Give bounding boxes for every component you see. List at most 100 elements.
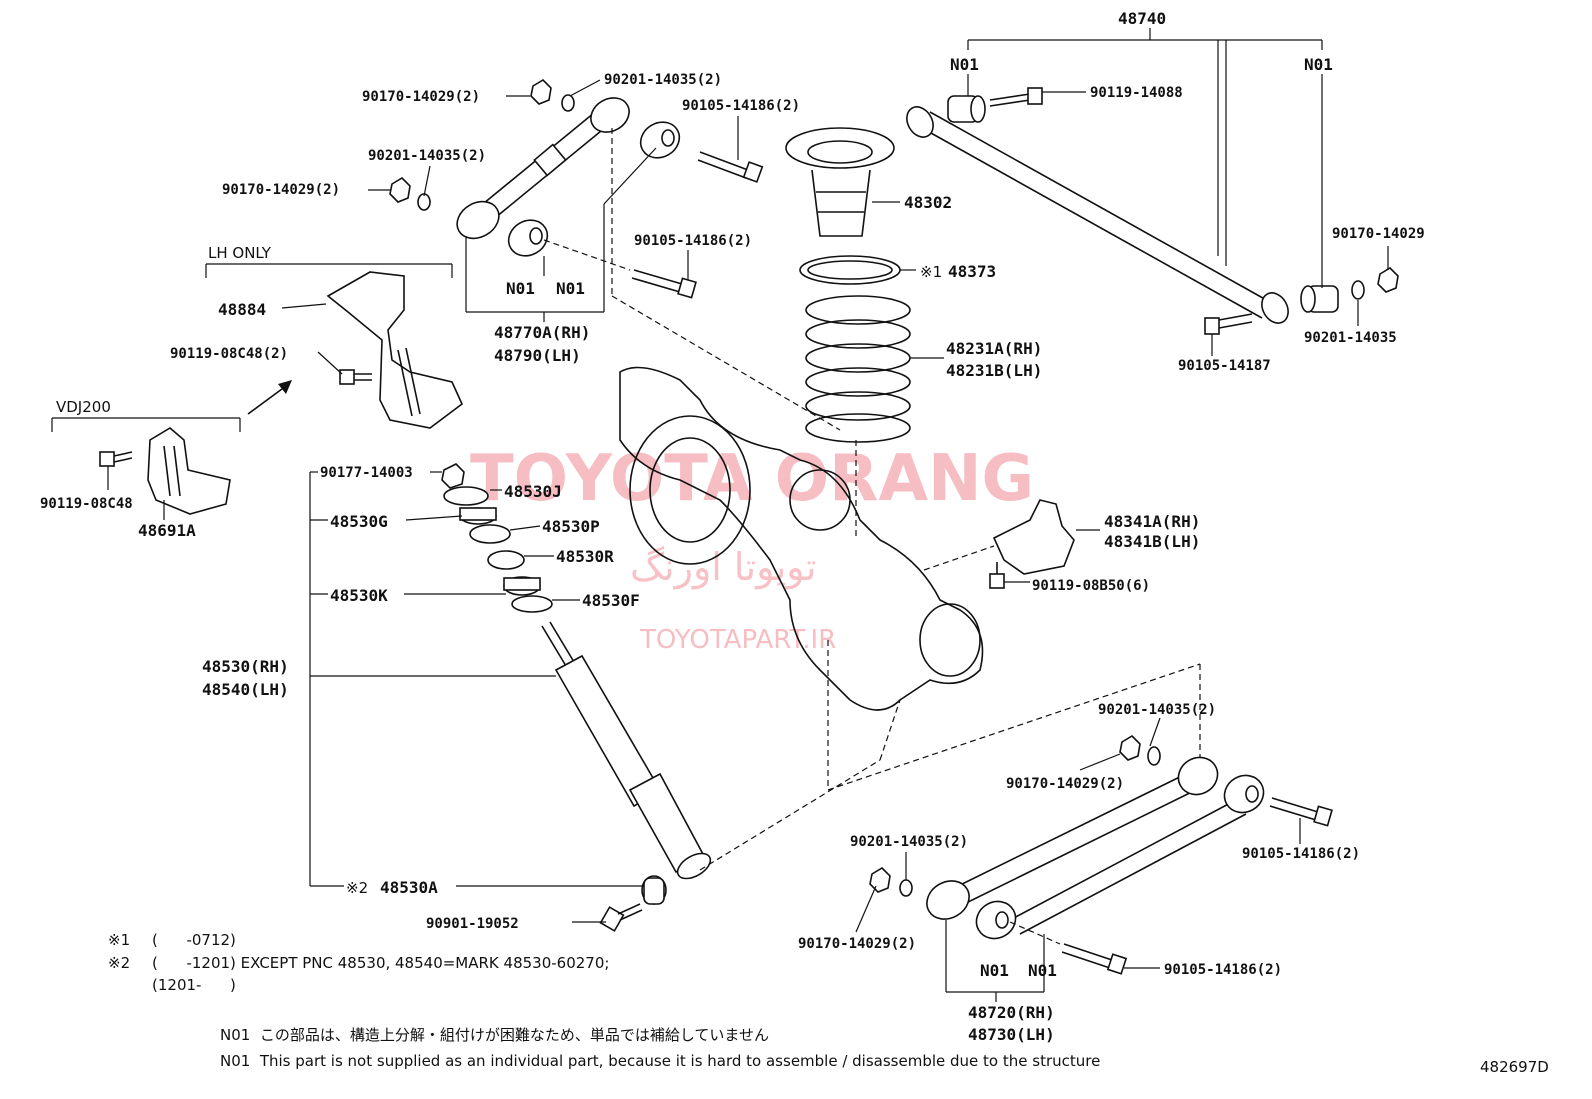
label-90119-08c48-2: 90119-08C48(2) [170,346,288,362]
arrow-head [278,380,292,394]
bushing-n01-lower-a[interactable] [970,894,1023,945]
nut-90170-14029-lower-a[interactable] [1119,734,1141,761]
washer-48530j[interactable] [443,486,489,506]
label-90201-14035-2-b: 90201-14035(2) [368,148,486,164]
label-n01-lower-a: N01 [980,961,1009,980]
nut-90170-14029-mid[interactable] [389,176,411,203]
watermark-main: TOYOTA ORANG [470,442,1034,516]
bushing-n01-upper-right[interactable] [1300,285,1339,313]
bolt-90119-08b50[interactable] [989,562,1005,589]
bushing-n01-arm-b[interactable] [634,115,686,164]
label-90105-14187: 90105-14187 [1178,358,1271,374]
bolt-90105-14187[interactable] [1204,313,1253,335]
washer-90201-14035-lower-b[interactable] [899,879,913,897]
note-2b-text: (1201- ) [152,976,236,994]
watermark-site: TOYOTAPART.IR [639,625,836,655]
label-90170-14029-2-d: 90170-14029(2) [798,936,916,952]
bushing-n01-upper-left[interactable] [947,95,986,123]
washer-90201-14035-mid[interactable] [417,193,431,211]
note-1-text: ( -0712) [152,931,236,949]
label-n01-upper-right: N01 [1304,55,1333,74]
shock-absorber-48530[interactable] [541,621,715,884]
bolt-90901-19052[interactable] [599,903,643,932]
label-n01-upper-left: N01 [950,55,979,74]
label-90201-14035-2-c: 90201-14035(2) [1098,702,1216,718]
label-48373-mark: ※1 [920,263,942,281]
bolt-90119-14088[interactable] [989,87,1043,107]
spring-insulator-48373[interactable] [799,255,901,285]
bushing-n01-arm-a[interactable] [502,213,554,262]
label-48231b: 48231B(LH) [946,361,1042,380]
note-n01-english: N01 This part is not supplied as an indi… [220,1052,1100,1070]
coil-spring-48231[interactable] [805,295,911,443]
label-48770a: 48770A(RH) [494,323,590,342]
label-90170-14029: 90170-14029 [1332,226,1425,242]
bushing-48530a[interactable] [641,875,667,905]
diagram-id: 482697D [1480,1058,1549,1076]
washer-90201-14035-top[interactable] [561,94,575,112]
bolt-90105-14186-b[interactable] [631,269,697,299]
label-48691a: 48691A [138,521,196,540]
leader-lines [51,28,1389,1002]
label-n01-arm-b: N01 [556,279,585,298]
label-90901-19052: 90901-19052 [426,916,519,932]
note-2-mark: ※2 [108,954,130,972]
label-lh-only: LH ONLY [208,244,272,262]
label-90201-14035: 90201-14035 [1304,330,1397,346]
cushion-48530r[interactable] [487,550,525,570]
bushing-n01-lower-b[interactable] [1218,768,1271,819]
bolt-90105-14186-c[interactable] [1269,797,1333,827]
bolt-90105-14186-d[interactable] [1061,943,1128,975]
label-48530a-mark: ※2 [346,879,368,897]
label-48341b: 48341B(LH) [1104,532,1200,551]
rear-axle-housing [619,366,984,711]
nut-90170-14029-top[interactable] [530,78,552,105]
bolt-90119-08c48-2[interactable] [339,369,372,385]
label-48530a: 48530A [380,878,438,897]
nut-90177-14003[interactable] [441,463,465,489]
bump-stopper-48302[interactable] [785,127,895,237]
lower-arm-48720[interactable] [920,750,1247,935]
washer-90201-14035-right[interactable] [1351,280,1365,300]
cushion-48530g[interactable] [459,507,497,525]
bracket-48341[interactable] [992,499,1075,575]
label-48530j: 48530J [504,482,562,501]
note-2-text: ( -1201) EXCEPT PNC 48530, 48540=MARK 48… [152,954,609,972]
label-48720: 48720(RH) [968,1003,1055,1022]
bracket-48884[interactable] [326,271,463,429]
label-48540-lh: 48540(LH) [202,680,289,699]
label-90177-14003: 90177-14003 [320,465,413,481]
label-48231a: 48231A(RH) [946,339,1042,358]
label-48530r: 48530R [556,547,614,566]
label-90201-14035-2-d: 90201-14035(2) [850,834,968,850]
label-n01-lower-b: N01 [1028,961,1057,980]
cushion-48530k[interactable] [503,576,541,596]
washer-90201-14035-lower-a[interactable] [1147,746,1161,766]
label-48530f: 48530F [582,591,640,610]
arrow-line [247,385,287,415]
upper-arm-48770a[interactable] [450,91,635,246]
label-90119-14088: 90119-14088 [1090,85,1183,101]
label-90119-08b50: 90119-08B50(6) [1032,578,1150,594]
washer-48530p[interactable] [469,524,511,544]
label-90170-14029-2-b: 90170-14029(2) [222,182,340,198]
label-90170-14029-2-top: 90170-14029(2) [362,89,480,105]
nut-90170-14029-lower-b[interactable] [869,866,891,893]
assembly-guide-lines [543,128,1201,945]
upper-control-arm-48740[interactable] [902,102,1294,328]
label-48730: 48730(LH) [968,1025,1055,1044]
bolt-90105-14186-a[interactable] [697,151,764,183]
label-48884: 48884 [218,300,266,319]
bolt-90119-08c48[interactable] [99,451,133,467]
label-48302: 48302 [904,193,952,212]
label-48530-rh: 48530(RH) [202,657,289,676]
bracket-48691a[interactable] [147,427,231,515]
label-48530p: 48530P [542,517,600,536]
label-90119-08c48: 90119-08C48 [40,496,133,512]
label-90105-14186-2-d: 90105-14186(2) [1164,962,1282,978]
label-90105-14186-2-a: 90105-14186(2) [682,98,800,114]
nut-90170-14029-right[interactable] [1377,266,1399,293]
washer-48530f[interactable] [511,595,553,613]
label-48341a: 48341A(RH) [1104,512,1200,531]
note-n01-japanese: N01 この部品は、構造上分解・組付けが困難なため、単品では補給していません [220,1026,769,1044]
